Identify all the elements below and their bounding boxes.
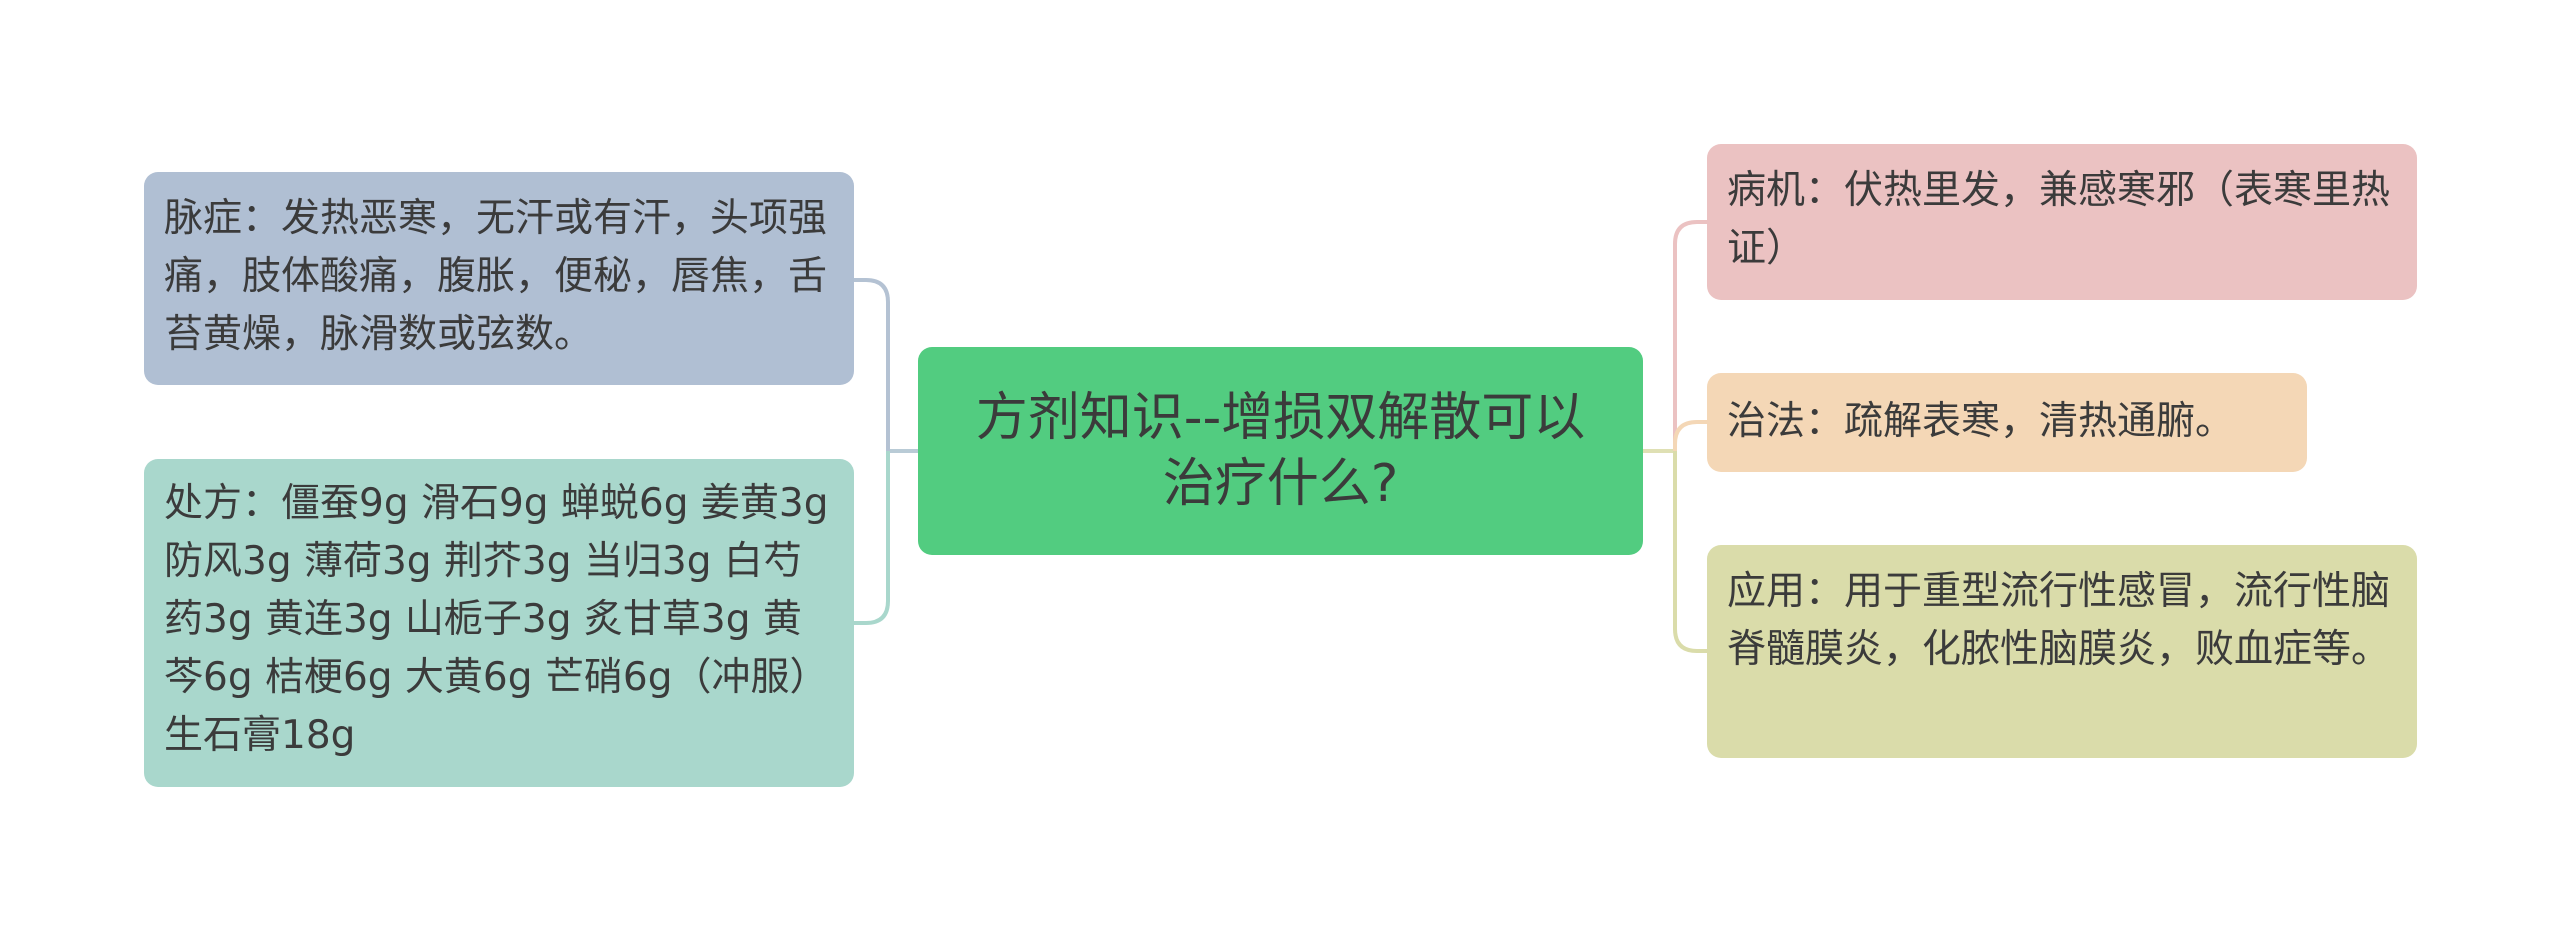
topic-pulse-symptoms-text: 脉症：发热恶寒，无汗或有汗，头项强痛，肢体酸痛，腹胀，便秘，唇焦，舌苔黄燥，脉滑…	[164, 196, 828, 357]
topic-prescription-text: 处方：僵蚕9g 滑石9g 蝉蜕6g 姜黄3g 防风3g 薄荷3g 荆芥3g 当归…	[164, 481, 829, 758]
topic-application[interactable]: 应用：用于重型流行性感冒，流行性脑脊髓膜炎，化脓性脑膜炎，败血症等。	[1707, 545, 2417, 758]
topic-pulse-symptoms[interactable]: 脉症：发热恶寒，无汗或有汗，头项强痛，肢体酸痛，腹胀，便秘，唇焦，舌苔黄燥，脉滑…	[144, 172, 854, 385]
topic-pathogenesis-text: 病机：伏热里发，兼感寒邪（表寒里热证）	[1727, 168, 2391, 271]
root-topic-text: 方剂知识--增损双解散可以治疗什么?	[975, 388, 1586, 514]
connector-left-prescription	[854, 451, 890, 625]
connector-right-treatment	[1673, 420, 1707, 451]
topic-pathogenesis[interactable]: 病机：伏热里发，兼感寒邪（表寒里热证）	[1707, 144, 2417, 300]
connector-left-pulse	[854, 278, 890, 451]
connector-right-application	[1673, 451, 1707, 653]
root-topic[interactable]: 方剂知识--增损双解散可以治疗什么?	[918, 347, 1643, 555]
topic-prescription[interactable]: 处方：僵蚕9g 滑石9g 蝉蜕6g 姜黄3g 防风3g 薄荷3g 荆芥3g 当归…	[144, 459, 854, 787]
topic-treatment-text: 治法：疏解表寒，清热通腑。	[1727, 399, 2235, 444]
topic-treatment[interactable]: 治法：疏解表寒，清热通腑。	[1707, 373, 2307, 472]
connector-right-pathogenesis	[1673, 220, 1707, 451]
topic-application-text: 应用：用于重型流行性感冒，流行性脑脊髓膜炎，化脓性脑膜炎，败血症等。	[1727, 569, 2391, 672]
